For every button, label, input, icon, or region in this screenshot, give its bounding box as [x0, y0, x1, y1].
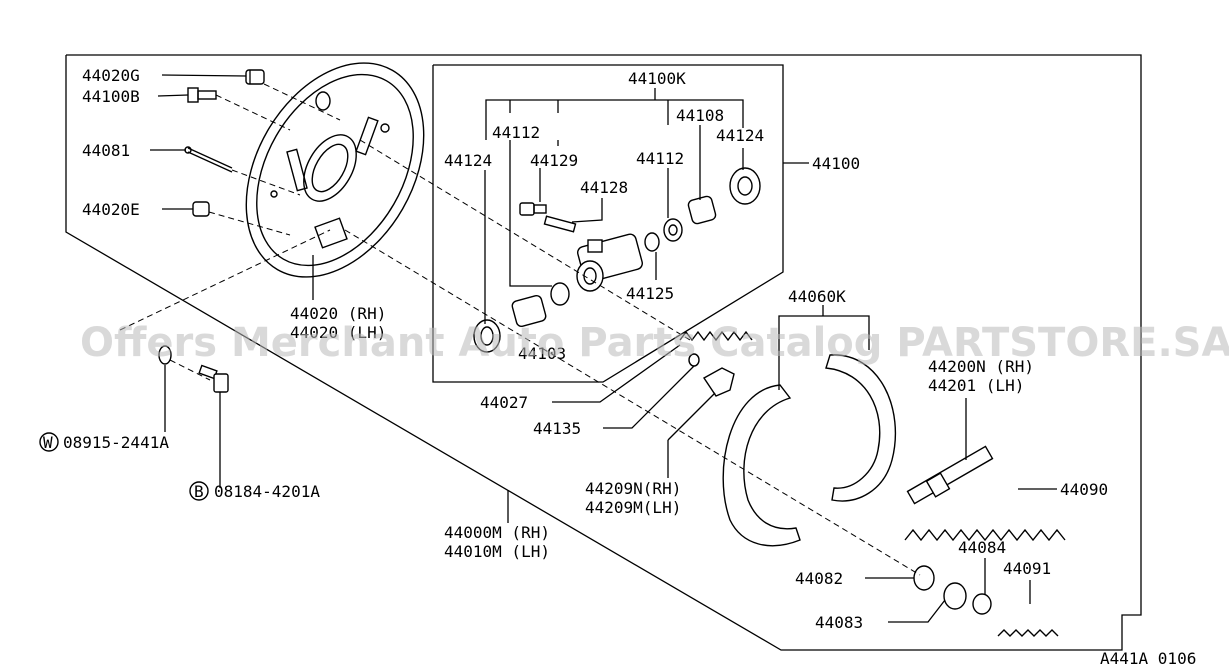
label-44200N: 44200N (RH)	[928, 357, 1034, 376]
label-08915: 08915-2441A	[63, 433, 169, 452]
label-44100: 44100	[812, 154, 860, 173]
wheel-cylinder-body	[576, 233, 643, 292]
watermark: Offers Merchant Auto Parts Catalog PARTS…	[80, 320, 1229, 366]
backing-plate	[245, 62, 425, 278]
label-44108: 44108	[676, 106, 724, 125]
label-44091: 44091	[1003, 559, 1051, 578]
label-44135: 44135	[533, 419, 581, 438]
lever-44209	[702, 367, 735, 397]
guide-line	[263, 83, 341, 121]
washer-08915	[158, 345, 172, 365]
guide-line	[119, 229, 331, 331]
brake-shoe-rear	[825, 354, 897, 502]
label-44103: 44103	[518, 344, 566, 363]
adjuster-44200N	[906, 445, 994, 505]
brake-shoe-front	[722, 384, 801, 547]
label-44128: 44128	[580, 178, 628, 197]
label-44083: 44083	[815, 613, 863, 632]
label-44125: 44125	[626, 284, 674, 303]
label-44084: 44084	[958, 538, 1006, 557]
label-44020G: 44020G	[82, 66, 140, 85]
assembly-frame	[65, 54, 1142, 651]
bolt-44100B	[187, 87, 217, 103]
spring-44027	[679, 330, 753, 342]
spring-44125	[644, 232, 660, 252]
guide-line	[231, 169, 301, 196]
piston-44108	[687, 195, 717, 225]
circled-letter-b: B	[194, 482, 204, 501]
label-08184: 08184-4201A	[214, 482, 320, 501]
label-44082: 44082	[795, 569, 843, 588]
bolt-08184	[198, 364, 229, 393]
guide-line	[169, 359, 211, 381]
label-44060K: 44060K	[788, 287, 846, 306]
label-44090: 44090	[1060, 480, 1108, 499]
screw-44128	[543, 215, 577, 233]
bolt-44020G	[245, 69, 265, 85]
label-44112-a: 44112	[492, 123, 540, 142]
label-44209M: 44209M(LH)	[585, 498, 681, 517]
boot-44124-left	[473, 319, 501, 353]
cup-44112-right	[663, 218, 683, 242]
label-44027: 44027	[480, 393, 528, 412]
retainer-44082	[913, 565, 935, 591]
label-44100K: 44100K	[628, 69, 686, 88]
label-44020-rh: 44020 (RH)	[290, 304, 386, 323]
label-44000M: 44000M (RH)	[444, 523, 550, 542]
label-44112-b: 44112	[636, 149, 684, 168]
wheel-cylinder-box	[432, 64, 784, 383]
label-44020-lh: 44020 (LH)	[290, 323, 386, 342]
guide-line	[344, 229, 921, 576]
pin-44081	[184, 146, 233, 173]
cup-44084	[972, 593, 992, 615]
spring-44083	[943, 582, 967, 610]
guide-line	[208, 211, 291, 236]
piston-left	[511, 294, 547, 328]
label-44209N: 44209N(RH)	[585, 479, 681, 498]
label-44081: 44081	[82, 141, 130, 160]
circled-letter-w: W	[43, 433, 53, 452]
label-44100B: 44100B	[82, 87, 140, 106]
diagram-code: A441A 0106	[1100, 649, 1196, 668]
label-44124-a: 44124	[444, 151, 492, 170]
label-44129: 44129	[530, 151, 578, 170]
spring-44090	[904, 528, 1066, 542]
label-44020E: 44020E	[82, 200, 140, 219]
boot-44124-right	[729, 167, 761, 205]
guide-line	[359, 139, 691, 341]
guide-line	[215, 94, 291, 131]
spring-44091	[997, 629, 1059, 637]
bolt-44020E	[192, 201, 210, 217]
label-44124-b: 44124	[716, 126, 764, 145]
bleeder-screw-44129	[519, 202, 547, 216]
label-44201: 44201 (LH)	[928, 376, 1024, 395]
label-44010M: 44010M (LH)	[444, 542, 550, 561]
cup-44112-left	[550, 282, 570, 306]
